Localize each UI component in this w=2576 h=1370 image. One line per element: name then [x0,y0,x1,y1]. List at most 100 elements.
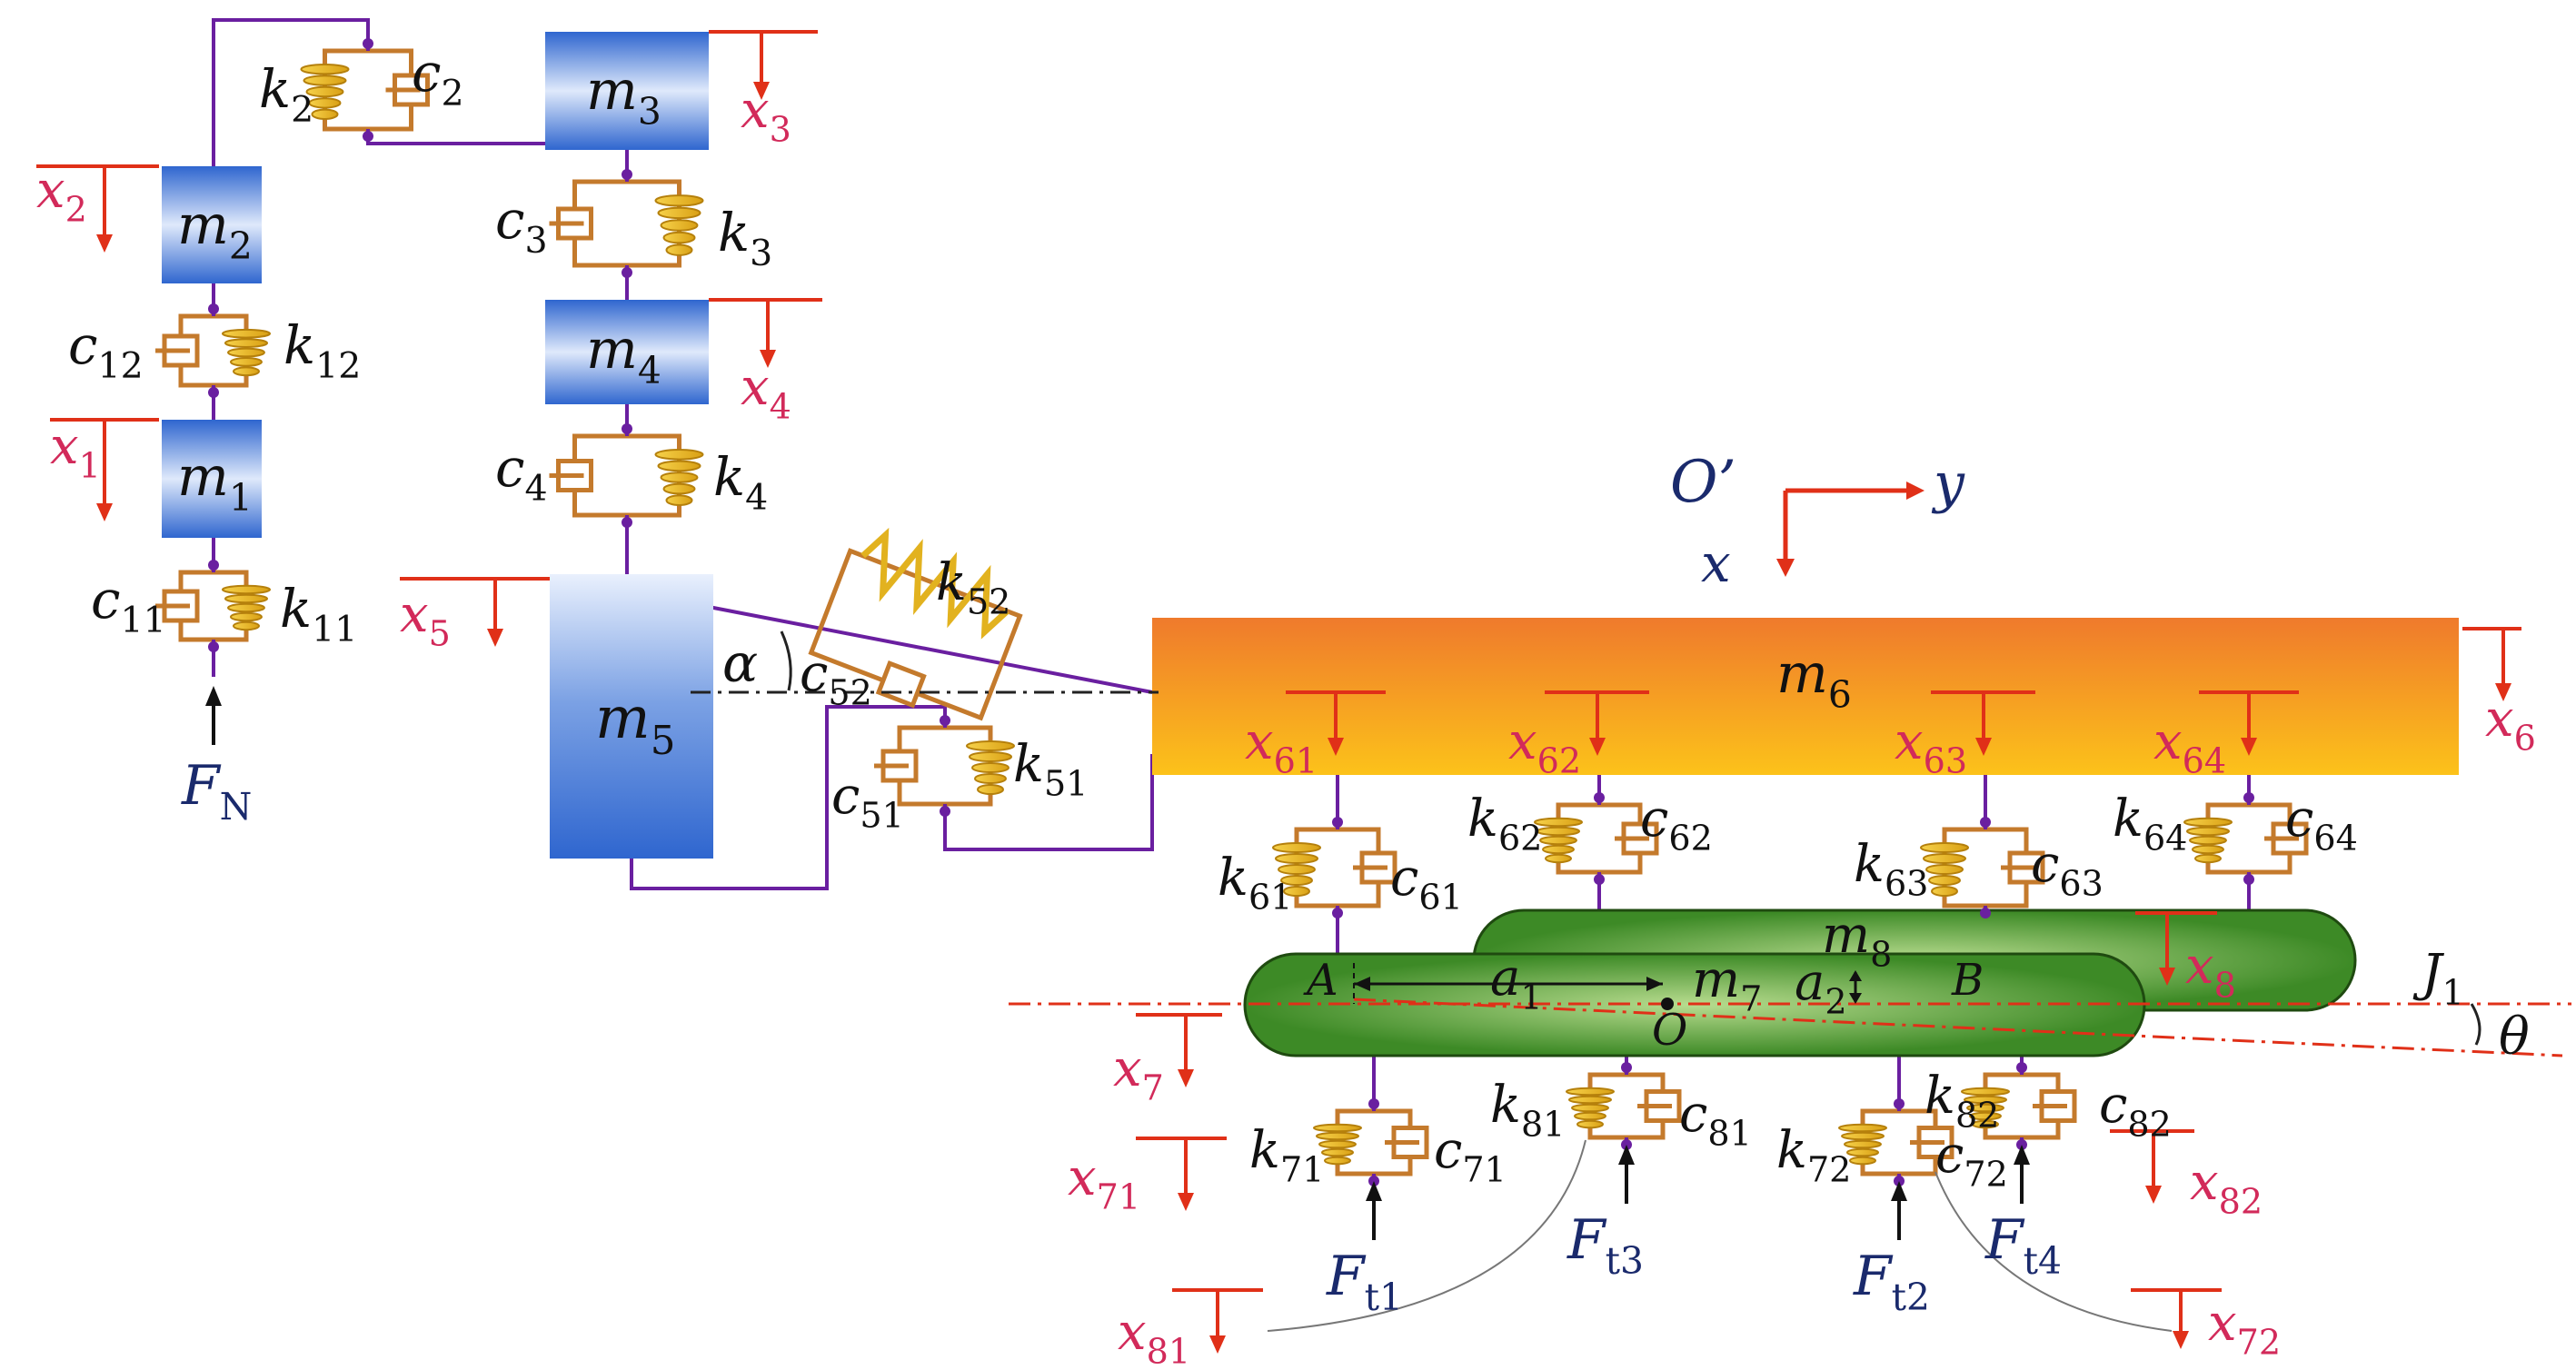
spring-damper-k51-c51-coil [969,750,1012,763]
spring-damper-k81-c81-coil [1571,1103,1609,1113]
x5-head [487,629,503,647]
label-Ft3-sub: t3 [1606,1239,1644,1283]
label-c52: c52 [800,644,872,713]
spring-damper-k12-c12-coil [224,338,268,348]
label-x4-sub: 4 [770,387,791,427]
spring-damper-k12-c12-coil [233,366,260,377]
spring-damper-k63-c63-coil [1923,852,1966,865]
spring-damper-k82-c82-top-node [2016,1062,2027,1073]
spring-damper-k4-c4-coil [657,460,701,472]
spring-damper-k11-c11-coil [230,611,263,622]
Ft3-head [1618,1145,1635,1165]
mass-m4 [545,300,709,404]
label-x61-base: x [1245,712,1274,771]
displacement-x4: x4 [709,298,822,427]
spring-damper-k11-c11-top-node [208,560,219,571]
spring-damper-k63-c63-top-node [1980,817,1991,828]
spring-damper-k72-c72-top-node [1894,1098,1905,1109]
label-Ft2-sub: t2 [1892,1276,1930,1319]
label-x6-base: x [2485,690,2514,749]
spring-damper-k2-c2-coil [305,85,344,98]
label-c63-base: c [2031,835,2059,894]
label-x82-base: x [2190,1153,2219,1212]
label-k51-base: k [1013,735,1044,794]
label-x8-base: x [2185,937,2214,996]
x71-head [1178,1193,1194,1211]
label-c3: c3 [495,189,548,262]
label-m2-base: m [177,194,229,257]
spring-damper-k82-c82-coil [1961,1087,2010,1097]
label-c72-base: c [1935,1126,1964,1185]
spring-damper-k63-c63-coil [1931,885,1958,898]
label-c11-base: c [91,569,120,630]
spring-damper-k3-c3-coil [654,194,704,207]
label-a2-sub: 2 [1825,982,1846,1022]
label-m3-base: m [586,59,638,123]
label-k81-sub: 81 [1521,1105,1565,1145]
a2-arrow-down [1849,993,1862,1004]
x81-head [1209,1335,1226,1354]
label-Ft4-sub: t4 [2024,1239,2062,1283]
axes-y-label: y [1931,452,1965,515]
spring-damper-k62-c62-bottom-node [1594,874,1605,885]
label-m7-base: m [1692,950,1740,1009]
spring-damper-k11-c11-bottom-node [208,641,219,652]
label-a1-sub: 1 [1520,978,1542,1018]
label-c4: c4 [495,437,548,510]
label-m4-sub: 4 [638,349,661,392]
label-c81-sub: 81 [1707,1114,1751,1154]
x62-head [1589,738,1606,756]
displacement-x72: x72 [2131,1288,2281,1363]
x64-head [2241,738,2257,756]
label-m5-sub: 5 [651,719,676,764]
spring-damper-k82-c82-coil [1972,1119,1999,1129]
label-c2: c2 [412,42,464,114]
spring-damper-k11-c11-coil [222,584,271,595]
coordinate-axes: O’ y x [1670,449,1965,594]
axes-x-label: x [1701,532,1731,594]
label-k11-base: k [280,578,312,640]
label-x61-sub: 61 [1274,741,1318,781]
spring-damper-k52-c52 [808,527,1023,721]
link-m5-k51 [630,705,947,890]
label-k12: k12 [283,314,361,387]
label-B: B [1951,955,1984,1006]
label-Ft4: Ft4 [1984,1208,2062,1283]
label-k72-sub: 72 [1807,1150,1851,1190]
mass-m3 [545,32,709,150]
spring-damper-k81-c81 [1566,1062,1682,1150]
label-x81-sub: 81 [1147,1332,1190,1365]
label-k62-sub: 62 [1498,819,1542,859]
label-x63-sub: 63 [1924,741,1967,781]
label-x1-base: x [50,417,79,476]
spring-damper-k4-c4-coil [665,494,693,506]
spring-damper-k2-c2-coil [311,108,339,121]
label-k71-sub: 71 [1280,1150,1324,1190]
label-k82-base: k [1925,1067,1955,1126]
label-k72-base: k [1776,1121,1807,1180]
spring-damper-k12-c12-top-node [208,303,219,314]
label-k52-base: k [936,553,967,612]
spring-damper-k4-c4-coil [654,449,704,461]
label-a1-base: a [1490,948,1520,1008]
label-x3-base: x [741,81,770,140]
label-x82: x82 [2190,1153,2263,1222]
label-x5-sub: 5 [429,614,451,654]
label-m8-sub: 8 [1870,935,1892,975]
label-m6-base: m [1776,642,1828,706]
curve-x81 [1267,1139,1586,1332]
spring-damper-k63-c63 [1920,817,2045,918]
spring-damper-k62-c62 [1534,792,1659,885]
spring-damper-k63-c63-coil [1920,841,1969,854]
spring-damper-k2-c2-bottom-node [363,131,373,142]
label-FN-sub: N [220,785,253,829]
label-x6-sub: 6 [2514,719,2536,759]
label-c71-sub: 71 [1462,1150,1506,1190]
label-c63: c63 [2031,835,2104,904]
label-Ft2-base: F [1853,1245,1894,1308]
x82-head [2145,1186,2162,1204]
label-k64-base: k [2113,789,2143,849]
x63-head [1975,738,1992,756]
